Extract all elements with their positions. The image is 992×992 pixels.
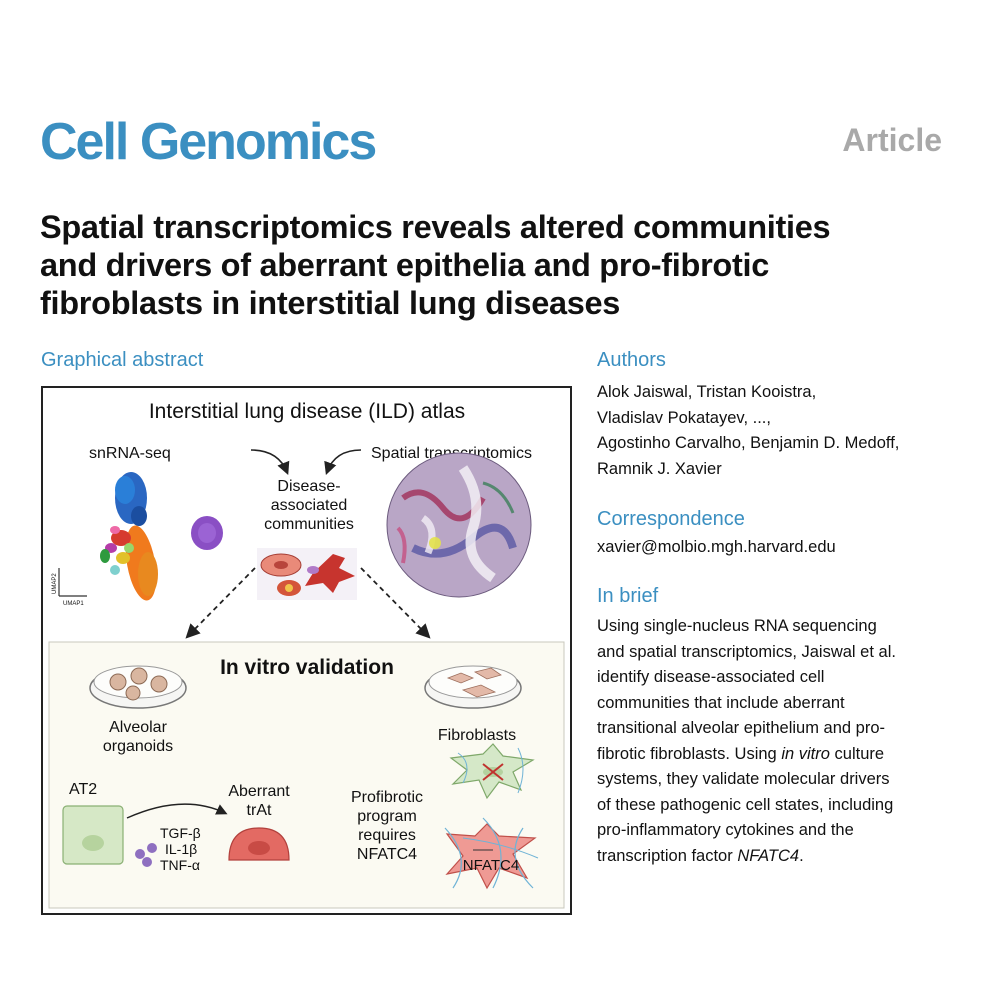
brief-segment: transcription factor [597,846,733,865]
umap-plot: UMAP2 UMAP1 [52,472,223,607]
umap-y-label: UMAP2 [52,573,58,594]
fibroblasts-label: Fibroblasts [438,727,516,744]
brief-italic: in vitro [781,744,830,763]
brief-line: and spatial transcriptomics, Jaiswal et … [597,642,896,661]
article-title: Spatial transcriptomics reveals altered … [40,208,960,322]
communities-line: communities [264,516,354,533]
aberrant-line: trAt [247,802,272,819]
brief-line: Using single-nucleus RNA sequencing [597,617,877,635]
brief-italic: NFATC4 [737,846,800,865]
graphical-abstract-heading: Graphical abstract [41,349,204,371]
brief-line: transitional alveolar epithelium and pro… [597,719,885,737]
authors-heading: Authors [597,349,666,371]
title-line: fibroblasts in interstitial lung disease… [40,285,621,321]
at2-cell-icon [62,805,124,865]
authors-list: Alok Jaiswal, Tristan Kooistra, Vladisla… [597,380,957,482]
at2-label: AT2 [69,781,97,798]
cytokine-label: IL-1β [165,841,197,857]
in-brief-text: Using single-nucleus RNA sequencing and … [597,614,957,869]
graphical-abstract: Interstitial lung disease (ILD) atlas sn… [41,386,572,915]
cytokine-dots [135,843,157,867]
title-line: Spatial transcriptomics reveals altered … [40,209,831,245]
author-line: Agostinho Carvalho, Benjamin D. Medoff, [597,434,900,452]
journal-name: Cell Genomics [40,113,377,171]
active-fibroblast-icon [444,817,539,890]
organoid-dish-icon [89,665,187,709]
umap-x-label: UMAP1 [63,601,84,607]
tissue-section-image [386,452,532,598]
author-line: Ramnik J. Xavier [597,459,722,478]
correspondence-email[interactable]: xavier@molbio.mgh.harvard.edu [597,538,836,556]
brief-line: systems, they validate molecular drivers [597,770,890,788]
nfatc4-cell-label: NFATC4 [463,857,519,874]
profibrotic-line: requires [358,827,416,844]
cytokine-label: TGF-β [160,825,201,841]
atlas-title: Interstitial lung disease (ILD) atlas [149,400,465,423]
correspondence-heading: Correspondence [597,508,745,530]
aberrant-line: Aberrant [228,783,290,800]
article-type-label: Article [842,122,942,158]
brief-line: communities that include aberrant [597,693,845,712]
graphical-abstract-figure: Interstitial lung disease (ILD) atlas sn… [48,400,565,909]
organoids-line: Alveolar [109,719,167,736]
organoids-line: organoids [103,738,173,755]
community-cells-illustration [257,548,357,600]
profibrotic-line: NFATC4 [357,846,417,863]
communities-line: associated [271,497,348,514]
title-line: and drivers of aberrant epithelia and pr… [40,247,770,283]
communities-line: Disease- [277,478,340,495]
snrna-label: snRNA-seq [89,445,171,462]
brief-line: identify disease-associated cell [597,668,825,686]
fibroblast-dish-icon [424,665,522,709]
aberrant-cell-icon [228,827,290,861]
brief-segment: culture [834,744,885,763]
brief-line: of these pathogenic cell states, includi… [597,795,894,814]
brief-line: fibrotic fibroblasts. Using in vitro cul… [597,742,957,768]
validation-title: In vitro validation [220,656,394,679]
inactive-fibroblast-icon [449,743,535,800]
cytokine-label: TNF-α [160,857,200,873]
profibrotic-line: program [357,808,417,825]
brief-segment: . [799,846,804,865]
brief-line: pro-inflammatory cytokines and the [597,821,854,839]
in-brief-heading: In brief [597,585,659,607]
profibrotic-line: Profibrotic [351,789,423,806]
author-line: Alok Jaiswal, Tristan Kooistra, [597,383,817,401]
author-line: Vladislav Pokatayev, ..., [597,408,771,427]
brief-segment: fibrotic fibroblasts. Using [597,744,777,763]
brief-line: transcription factor NFATC4. [597,844,957,870]
